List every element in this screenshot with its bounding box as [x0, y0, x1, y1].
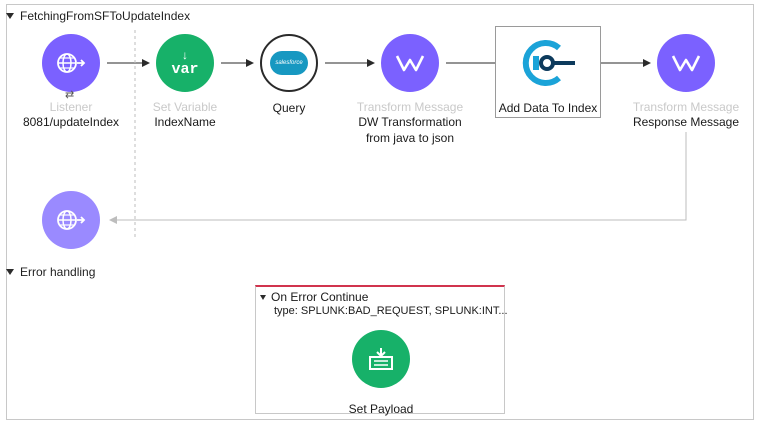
error-type-text: type: SPLUNK:BAD_REQUEST, SPLUNK:INT...: [274, 305, 508, 317]
dataweave-icon: [395, 55, 425, 72]
listener-response-node[interactable]: [6, 191, 136, 249]
transform-message-node-2[interactable]: Transform Message Response Message: [621, 34, 751, 130]
splunk-connector-icon: [522, 40, 575, 86]
set-variable-node[interactable]: ↓ var Set Variable IndexName: [120, 34, 250, 130]
splunk-icon[interactable]: [519, 34, 577, 92]
listener-path: 8081/updateIndex: [22, 115, 120, 129]
collapse-triangle-icon[interactable]: [6, 269, 14, 275]
error-handling-label: Error handling: [20, 265, 96, 279]
transform-message-node-1[interactable]: Transform Message DW Transformation from…: [345, 34, 475, 146]
listener-node[interactable]: ⇄ Listener 8081/updateIndex: [6, 34, 136, 130]
query-node[interactable]: salesforce Query: [224, 34, 354, 116]
down-arrow-icon: ↓: [181, 47, 188, 62]
error-scope-title-text: On Error Continue: [271, 290, 369, 304]
transform-icon[interactable]: [381, 34, 439, 92]
transform-type: Transform Message: [632, 100, 740, 114]
collapse-triangle-icon[interactable]: [260, 294, 266, 300]
set-payload-icon-glyph: [369, 348, 393, 370]
set-payload-icon[interactable]: [352, 330, 410, 388]
transform-icon[interactable]: [657, 34, 715, 92]
on-error-continue-scope[interactable]: On Error Continue type: SPLUNK:BAD_REQUE…: [255, 285, 508, 417]
collapse-triangle-icon[interactable]: [6, 13, 14, 19]
flow-header[interactable]: FetchingFromSFToUpdateIndex: [6, 9, 190, 23]
transform-name-line1: DW Transformation: [358, 115, 462, 129]
dataweave-icon: [671, 55, 701, 72]
set-variable-name: IndexName: [154, 115, 216, 129]
var-text: var: [171, 60, 199, 78]
error-scope-title[interactable]: On Error Continue: [260, 290, 368, 304]
transform-name: Response Message: [632, 115, 740, 129]
salesforce-text: salesforce: [275, 60, 303, 66]
listener-response-icon[interactable]: [42, 191, 100, 249]
transform-name-line2: from java to json: [365, 131, 455, 145]
sync-icon: ⇄: [65, 89, 75, 101]
query-name: Query: [272, 101, 306, 115]
globe-arrow-icon: [57, 53, 86, 73]
set-variable-icon[interactable]: ↓ var: [156, 34, 214, 92]
flow-name: FetchingFromSFToUpdateIndex: [20, 9, 191, 23]
transform-type: Transform Message: [356, 100, 464, 114]
globe-arrow-icon: [57, 210, 86, 230]
add-data-to-index-node[interactable]: Add Data To Index: [483, 34, 613, 116]
listener-icon[interactable]: ⇄: [42, 34, 100, 101]
error-handling-header[interactable]: Error handling: [6, 265, 95, 279]
set-payload-node[interactable]: Set Payload: [316, 330, 446, 417]
salesforce-icon[interactable]: salesforce: [260, 34, 318, 92]
listener-type: Listener: [49, 100, 93, 114]
set-variable-type: Set Variable: [152, 100, 218, 114]
add-data-name: Add Data To Index: [498, 101, 598, 115]
set-payload-name: Set Payload: [348, 402, 414, 416]
